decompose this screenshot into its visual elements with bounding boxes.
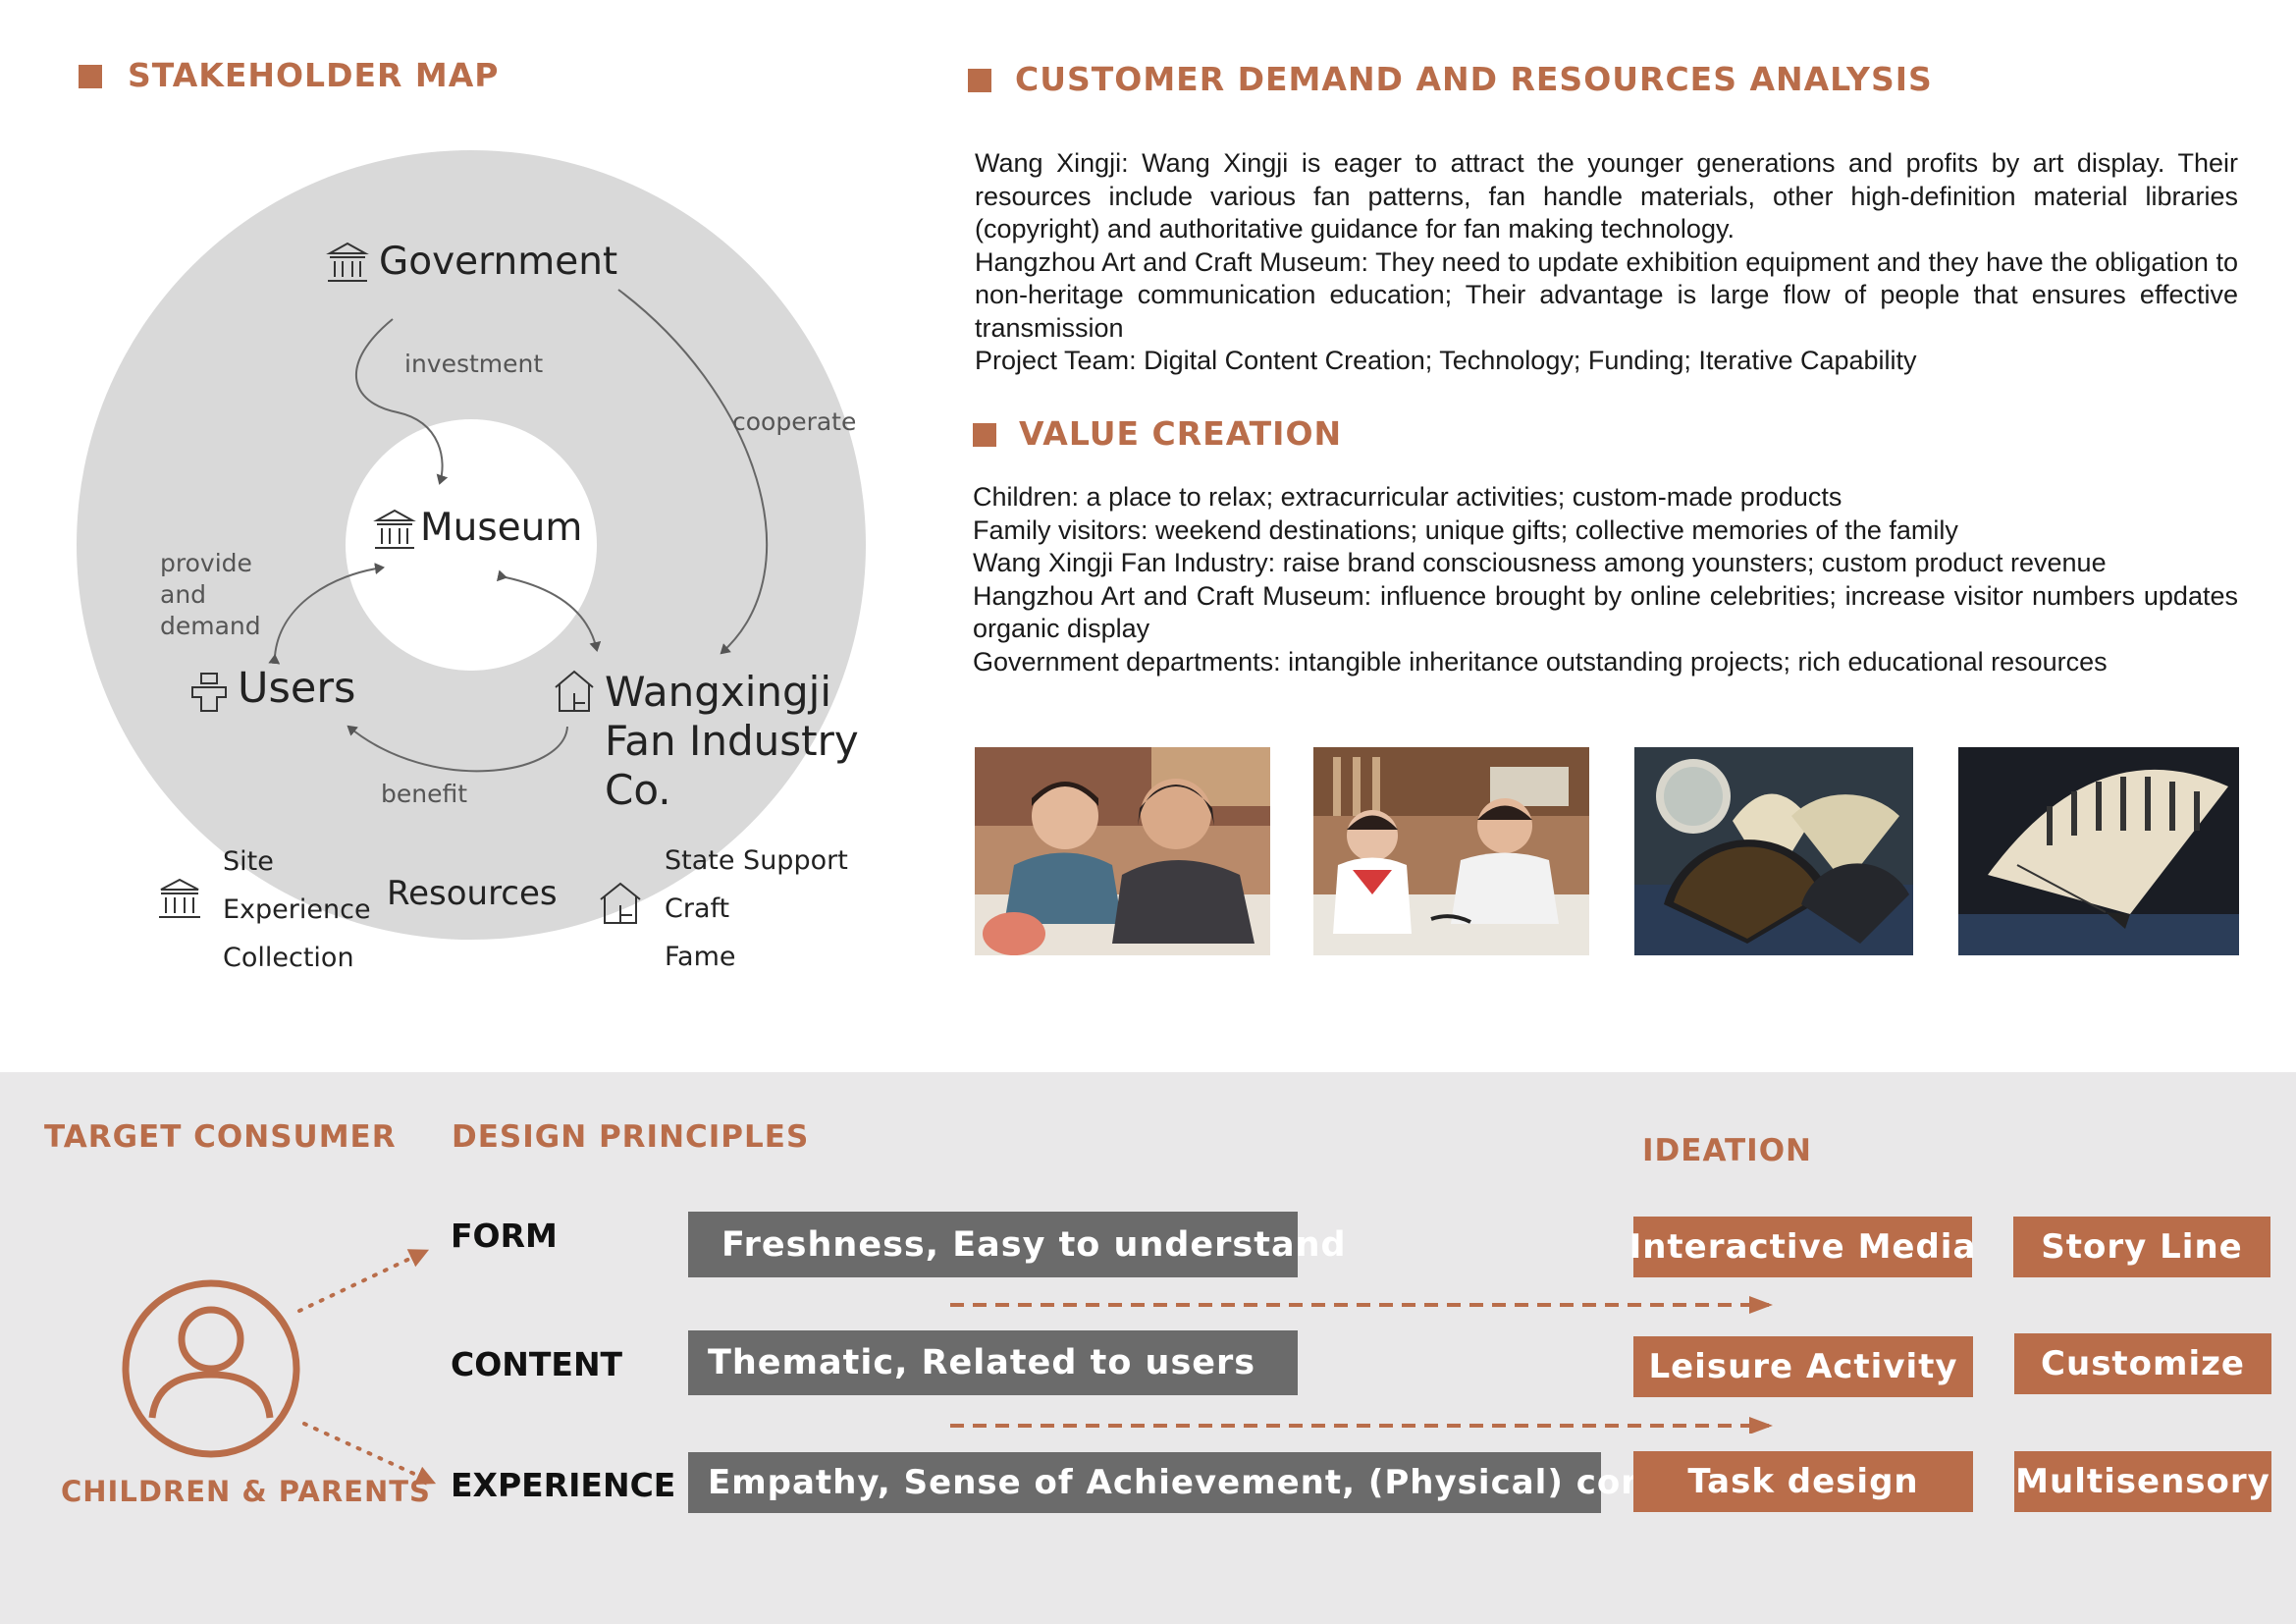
target-consumer-title: TARGET CONSUMER	[44, 1119, 397, 1155]
node-fan-industry: Wangxingji Fan Industry Co.	[605, 668, 859, 815]
demand-line-museum: Hangzhou Art and Craft Museum: They need…	[975, 246, 2238, 343]
idea-leisure-activity: Leisure Activity	[1633, 1336, 1973, 1397]
section-marker	[79, 65, 102, 88]
section-marker	[968, 69, 991, 92]
children-parents-label: CHILDREN & PARENTS	[61, 1475, 431, 1508]
demand-line-team: Project Team: Digital Content Creation; …	[975, 346, 1917, 375]
fan-line-1: Wangxingji	[605, 668, 831, 716]
principle-content: Thematic, Related to users	[688, 1330, 1298, 1395]
edge-investment	[354, 318, 449, 485]
resources-fan-list: State Support Craft Fame	[665, 837, 848, 981]
fan-industry-house-icon	[555, 670, 594, 712]
edge-museum-fan	[496, 569, 602, 652]
node-museum: Museum	[420, 506, 583, 550]
edge-cooperate	[617, 289, 769, 655]
principle-form: Freshness, Easy to understand	[688, 1212, 1346, 1277]
edge-benefit	[347, 725, 568, 773]
ideation-title: IDEATION	[1642, 1133, 1813, 1168]
demand-text: Wang Xingji: Wang Xingji is eager to att…	[975, 147, 2238, 378]
photo-calligraphy-fan	[1958, 747, 2239, 955]
demand-line-wang: Wang Xingji: Wang Xingji is eager to att…	[975, 148, 2238, 244]
resource-site: Site	[223, 846, 274, 877]
section-marker	[973, 423, 996, 447]
node-government: Government	[379, 240, 618, 284]
demand-title: CUSTOMER DEMAND AND RESOURCES ANALYSIS	[1015, 60, 1933, 98]
resource-craft: Craft	[665, 893, 730, 924]
users-person-icon	[191, 673, 227, 712]
value-title: VALUE CREATION	[1019, 414, 1343, 453]
row-label-form: FORM	[451, 1217, 558, 1255]
resource-state-support: State Support	[665, 845, 848, 876]
edge-label-investment: investment	[404, 350, 544, 378]
resources-museum-icon	[159, 878, 200, 918]
node-users: Users	[238, 664, 356, 713]
target-consumer-graphic	[122, 1249, 437, 1485]
row-label-content: CONTENT	[451, 1345, 623, 1383]
photo-fan-display	[1634, 747, 1913, 955]
idea-task-design: Task design	[1633, 1451, 1973, 1512]
fan-line-2: Fan Industry	[605, 717, 859, 765]
arrow-to-experience	[302, 1422, 437, 1485]
photo-children-painting	[1313, 747, 1589, 955]
person-circle-icon	[122, 1279, 300, 1458]
idea-interactive-media: Interactive Media	[1629, 1217, 1975, 1277]
resource-experience: Experience	[223, 894, 371, 925]
resources-house-icon	[600, 882, 641, 924]
edge-label-benefit: benefit	[381, 780, 468, 808]
photo-child-and-adult	[975, 747, 1270, 955]
provide-line-1: provide	[160, 549, 252, 577]
resource-fame: Fame	[665, 942, 736, 972]
value-line-children: Children: a place to relax; extracurricu…	[973, 482, 1842, 512]
row-label-experience: EXPERIENCE	[451, 1466, 676, 1504]
idea-multisensory: Multisensory	[2014, 1451, 2271, 1512]
stakeholder-map-title: STAKEHOLDER MAP	[128, 56, 500, 94]
principle-experience: Empathy, Sense of Achievement, (Physical…	[688, 1452, 1730, 1513]
government-building-icon	[326, 242, 369, 282]
value-line-government: Government departments: intangible inher…	[973, 646, 2108, 677]
stakeholder-diagram	[77, 150, 866, 940]
value-text: Children: a place to relax; extracurricu…	[973, 481, 2238, 678]
value-line-family: Family visitors: weekend destinations; u…	[973, 514, 1958, 545]
design-principles-title: DESIGN PRINCIPLES	[452, 1119, 810, 1155]
dashed-arrows	[950, 1296, 1773, 1434]
provide-line-2: and	[160, 580, 207, 609]
resources-museum-list: Site Experience Collection	[223, 838, 371, 982]
fan-line-3: Co.	[605, 766, 671, 814]
edge-label-cooperate: cooperate	[732, 407, 857, 436]
provide-line-3: demand	[160, 612, 261, 640]
edge-provide-demand	[268, 563, 385, 665]
resources-label: Resources	[387, 874, 558, 913]
edge-label-provide-demand: provide and demand	[160, 548, 261, 642]
resource-collection: Collection	[223, 943, 354, 973]
value-line-museum: Hangzhou Art and Craft Museum: influence…	[973, 580, 2238, 644]
museum-building-icon	[373, 509, 416, 549]
idea-customize: Customize	[2014, 1333, 2271, 1394]
arrow-to-form	[297, 1249, 430, 1313]
idea-story-line: Story Line	[2013, 1217, 2270, 1277]
value-line-fan: Wang Xingji Fan Industry: raise brand co…	[973, 548, 2107, 577]
